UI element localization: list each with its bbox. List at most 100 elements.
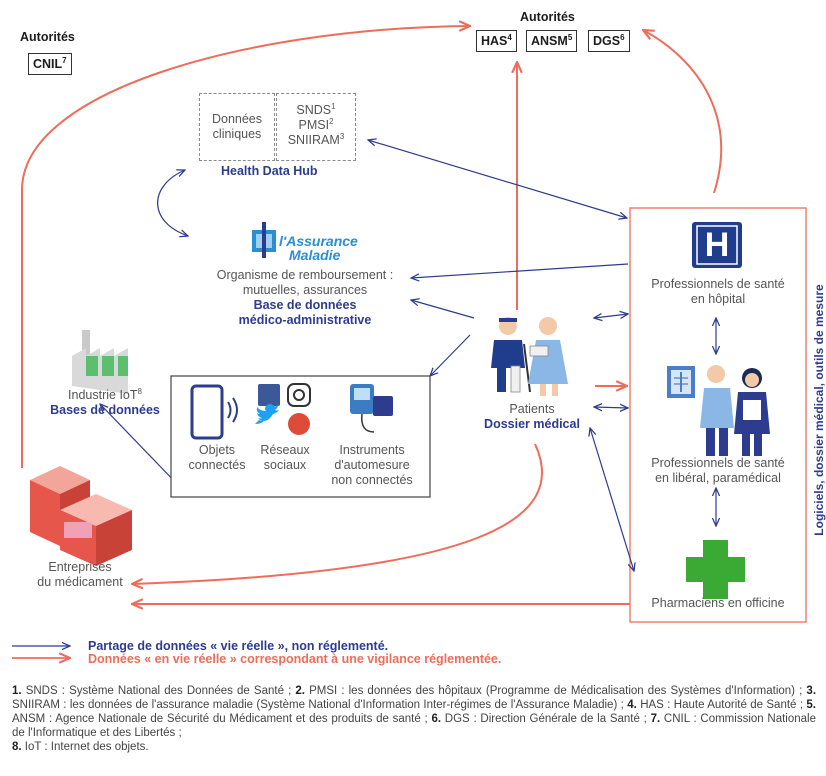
sniiram-label: SNIIRAM (287, 133, 340, 147)
social-line2: sociaux (263, 458, 307, 472)
blood-pressure-monitor-icon (350, 384, 393, 433)
liberal-line1: Professionnels de santé (651, 456, 785, 470)
pharma-line1: Entreprises (48, 560, 112, 574)
ansm-ref: 5 (567, 32, 573, 42)
arrow-hdh-assurance (157, 170, 188, 236)
patients-icon (491, 317, 568, 396)
vertical-software-label: Logiciels, dossier médical, outils de me… (812, 284, 826, 536)
twitter-icon (255, 404, 279, 424)
footnote-6: DGS : Direction Générale de la Santé ; (441, 713, 651, 725)
arrow-patients-to-devices (430, 334, 471, 376)
assurance-logo-line1: l'Assurance (279, 233, 358, 249)
assurance-logo-line2: Maladie (289, 247, 341, 263)
iot-block: Industrie IoT8 Bases de données (20, 386, 190, 418)
liberal-line2: en libéral, paramédical (655, 471, 781, 485)
instagram-icon (287, 383, 311, 407)
instruments-label: Instruments d'automesure non connectés (318, 443, 426, 488)
footnote-1-num: 1. (12, 685, 22, 697)
instr-line1: Instruments (339, 443, 405, 457)
footnote-4: HAS : Haute Autorité de Santé ; (636, 699, 807, 711)
arrow-patients-liberal (594, 407, 628, 408)
sniiram-ref: 3 (339, 131, 345, 141)
iot-ref: 8 (137, 386, 142, 396)
arrow-hospital-to-assurance (411, 263, 629, 278)
dgs-ref: 6 (620, 32, 625, 42)
hospital-line1: Professionnels de santé (651, 277, 785, 291)
has-label: HAS (481, 34, 508, 48)
has-ref: 4 (507, 32, 512, 42)
health-data-hub-label: Health Data Hub (221, 164, 318, 178)
arrow-hdh-hospital (368, 140, 627, 218)
authorities-left-title: Autorités (20, 30, 75, 44)
connected-objects-label: Objets connectés (182, 443, 252, 473)
arrow-patients-to-assurance (411, 300, 475, 319)
assurance-logo-text: l'Assurance Maladie (279, 234, 358, 262)
footnote-4-num: 4. (627, 699, 637, 711)
pharma-buildings-icon (30, 466, 132, 566)
footnote-8-num: 8. (12, 741, 22, 753)
assurance-db-line2: médico-administrative (238, 313, 372, 327)
arrow-patients-to-pharma (132, 443, 544, 584)
footnote-7-num: 7. (650, 713, 661, 725)
hospital-h-letter: H (704, 226, 730, 264)
snds-label: SNDS (296, 103, 332, 117)
doctors-xray-icon (667, 365, 770, 456)
connected-line2: connectés (188, 458, 246, 472)
assurance-db-line1: Base de données (253, 298, 357, 312)
google-plus-icon (288, 413, 310, 435)
iot-label: Industrie IoT (68, 388, 138, 402)
legend-red-text: Données « en vie réelle » correspondant … (88, 652, 502, 666)
professionals-frame (629, 207, 807, 623)
facebook-icon (258, 384, 280, 406)
legend-blue-text: Partage de données « vie réelle », non r… (88, 639, 389, 653)
hospital-icon (692, 222, 742, 268)
arrow-devices-to-iot (100, 404, 181, 488)
pharmacy-cross-icon (686, 540, 745, 599)
clinical-data-line1: Données (211, 112, 263, 126)
has-box: HAS4 (476, 30, 517, 52)
pharma-companies-label: Entreprises du médicament (20, 560, 140, 590)
medical-record-label: Dossier médical (484, 417, 580, 431)
patients-label: Patients (509, 402, 555, 416)
hospital-professionals-label: Professionnels de santé en hôpital (634, 277, 802, 307)
pmsi-label: PMSI (298, 118, 330, 132)
arrow-hospital-to-dgs (643, 30, 723, 194)
footnote-5: ANSM : Agence Nationale de Sécurité du M… (12, 713, 432, 725)
cnil-ref: 7 (62, 55, 67, 65)
social-networks-label: Réseaux sociaux (252, 443, 318, 473)
assurance-org-line1: Organisme de remboursement : (216, 268, 394, 282)
assurance-maladie-logo-icon (252, 222, 276, 258)
cnil-box: CNIL7 (28, 53, 72, 75)
liberal-professionals-label: Professionnels de santé en libéral, para… (634, 456, 802, 486)
dgs-box: DGS6 (588, 30, 630, 52)
pharmacists-label: Pharmaciens en officine (651, 596, 785, 610)
dgs-label: DGS (593, 34, 621, 48)
assurance-org-line2: mutuelles, assurances (242, 283, 368, 297)
arrow-pharma-to-cnil (21, 26, 470, 468)
connected-line1: Objets (198, 443, 236, 457)
footnotes: 1. SNDS : Système National des Données d… (12, 684, 816, 754)
footnote-7: CNIL : Commission Nationale de l'Informa… (12, 713, 817, 739)
assurance-organism: Organisme de remboursement : mutuelles, … (190, 268, 420, 328)
cnil-label: CNIL (33, 57, 63, 71)
footnote-2: PMSI : les données des hôpitaux (Program… (304, 685, 807, 697)
factory-icon (72, 330, 128, 394)
hospital-line2: en hôpital (690, 292, 746, 306)
arrow-patients-pharmacists (590, 428, 634, 571)
pharma-line2: du médicament (37, 575, 123, 589)
footnote-2-num: 2. (295, 685, 305, 697)
authorities-top-title: Autorités (520, 10, 575, 24)
footnote-3: SNIIRAM : les données de l'assurance mal… (12, 699, 628, 711)
footnote-5-num: 5. (806, 699, 816, 711)
instr-line3: non connectés (331, 473, 413, 487)
clinical-data-box: Données cliniques (199, 93, 275, 161)
footnote-6-num: 6. (431, 713, 442, 725)
footnote-3-num: 3. (806, 685, 817, 697)
patients-block: Patients Dossier médical (462, 402, 602, 432)
ansm-label: ANSM (531, 34, 568, 48)
social-line1: Réseaux (260, 443, 310, 457)
iot-db-label: Bases de données (50, 403, 160, 417)
footnote-1: SNDS : Système National des Données de S… (21, 685, 296, 697)
snds-box: SNDS1 PMSI2 SNIIRAM3 (276, 93, 356, 161)
